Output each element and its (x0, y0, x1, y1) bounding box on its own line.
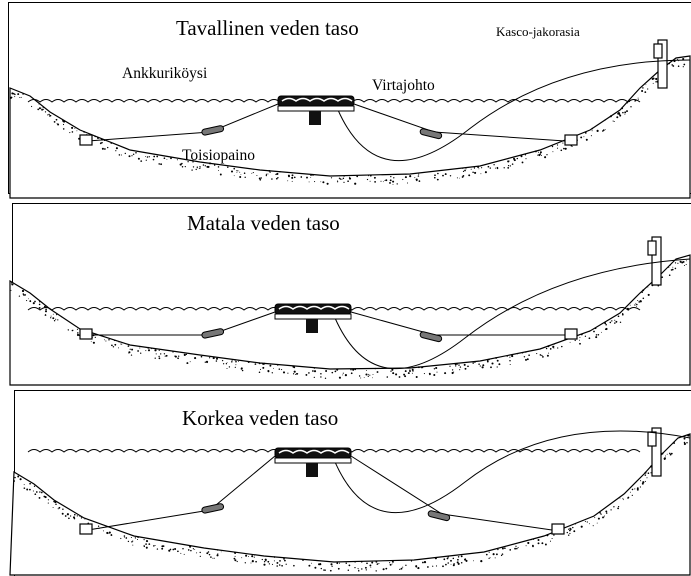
anchor-rope (88, 104, 278, 141)
label-anchor-rope: Ankkuriköysi (122, 66, 207, 82)
anchor-rope (88, 312, 275, 335)
anchor-rope (351, 456, 552, 530)
counterweight (201, 503, 224, 513)
anchor-rope (351, 312, 565, 335)
junction-box (648, 241, 656, 255)
anchor-block (80, 135, 92, 145)
counterweight (201, 328, 224, 338)
lake-bed (10, 255, 690, 385)
panel-title: Tavallinen veden taso (176, 18, 359, 39)
label-junction-box: Kasco-jakorasia (496, 25, 580, 38)
aerator-float (275, 304, 351, 314)
aerator-motor (306, 319, 318, 333)
anchor-block (565, 135, 577, 145)
panel-high-water-level: Korkea veden taso (0, 390, 691, 575)
lake-bed (10, 56, 690, 198)
junction-box (654, 44, 662, 58)
aerator-float (275, 448, 351, 458)
anchor-block (565, 329, 577, 339)
panel-title: Matala veden taso (187, 213, 340, 234)
anchor-rope (354, 104, 565, 141)
anchor-rope (88, 456, 275, 530)
counterweight (420, 128, 443, 139)
aerator-float-base (278, 106, 354, 111)
anchor-block (80, 524, 92, 534)
aerator-float-base (275, 314, 351, 319)
counterweight (201, 125, 224, 135)
aerator-float (278, 96, 354, 106)
anchor-block (80, 329, 92, 339)
anchor-block (552, 524, 564, 534)
lake-cross-section (0, 203, 691, 385)
counterweight (420, 331, 443, 342)
junction-box (648, 432, 656, 446)
panel-title: Korkea veden taso (182, 408, 338, 429)
lake-cross-section (0, 390, 691, 575)
aerator-float-base (275, 458, 351, 463)
panel-normal-water-level: Tavallinen veden taso Kasco-jakorasia An… (0, 0, 691, 198)
label-power-cable: Virtajohto (372, 78, 435, 94)
panel-low-water-level: Matala veden taso (0, 203, 691, 385)
aerator-motor (309, 111, 321, 125)
aerator-motor (306, 463, 318, 477)
label-counterweight: Toisiopaino (182, 148, 255, 164)
